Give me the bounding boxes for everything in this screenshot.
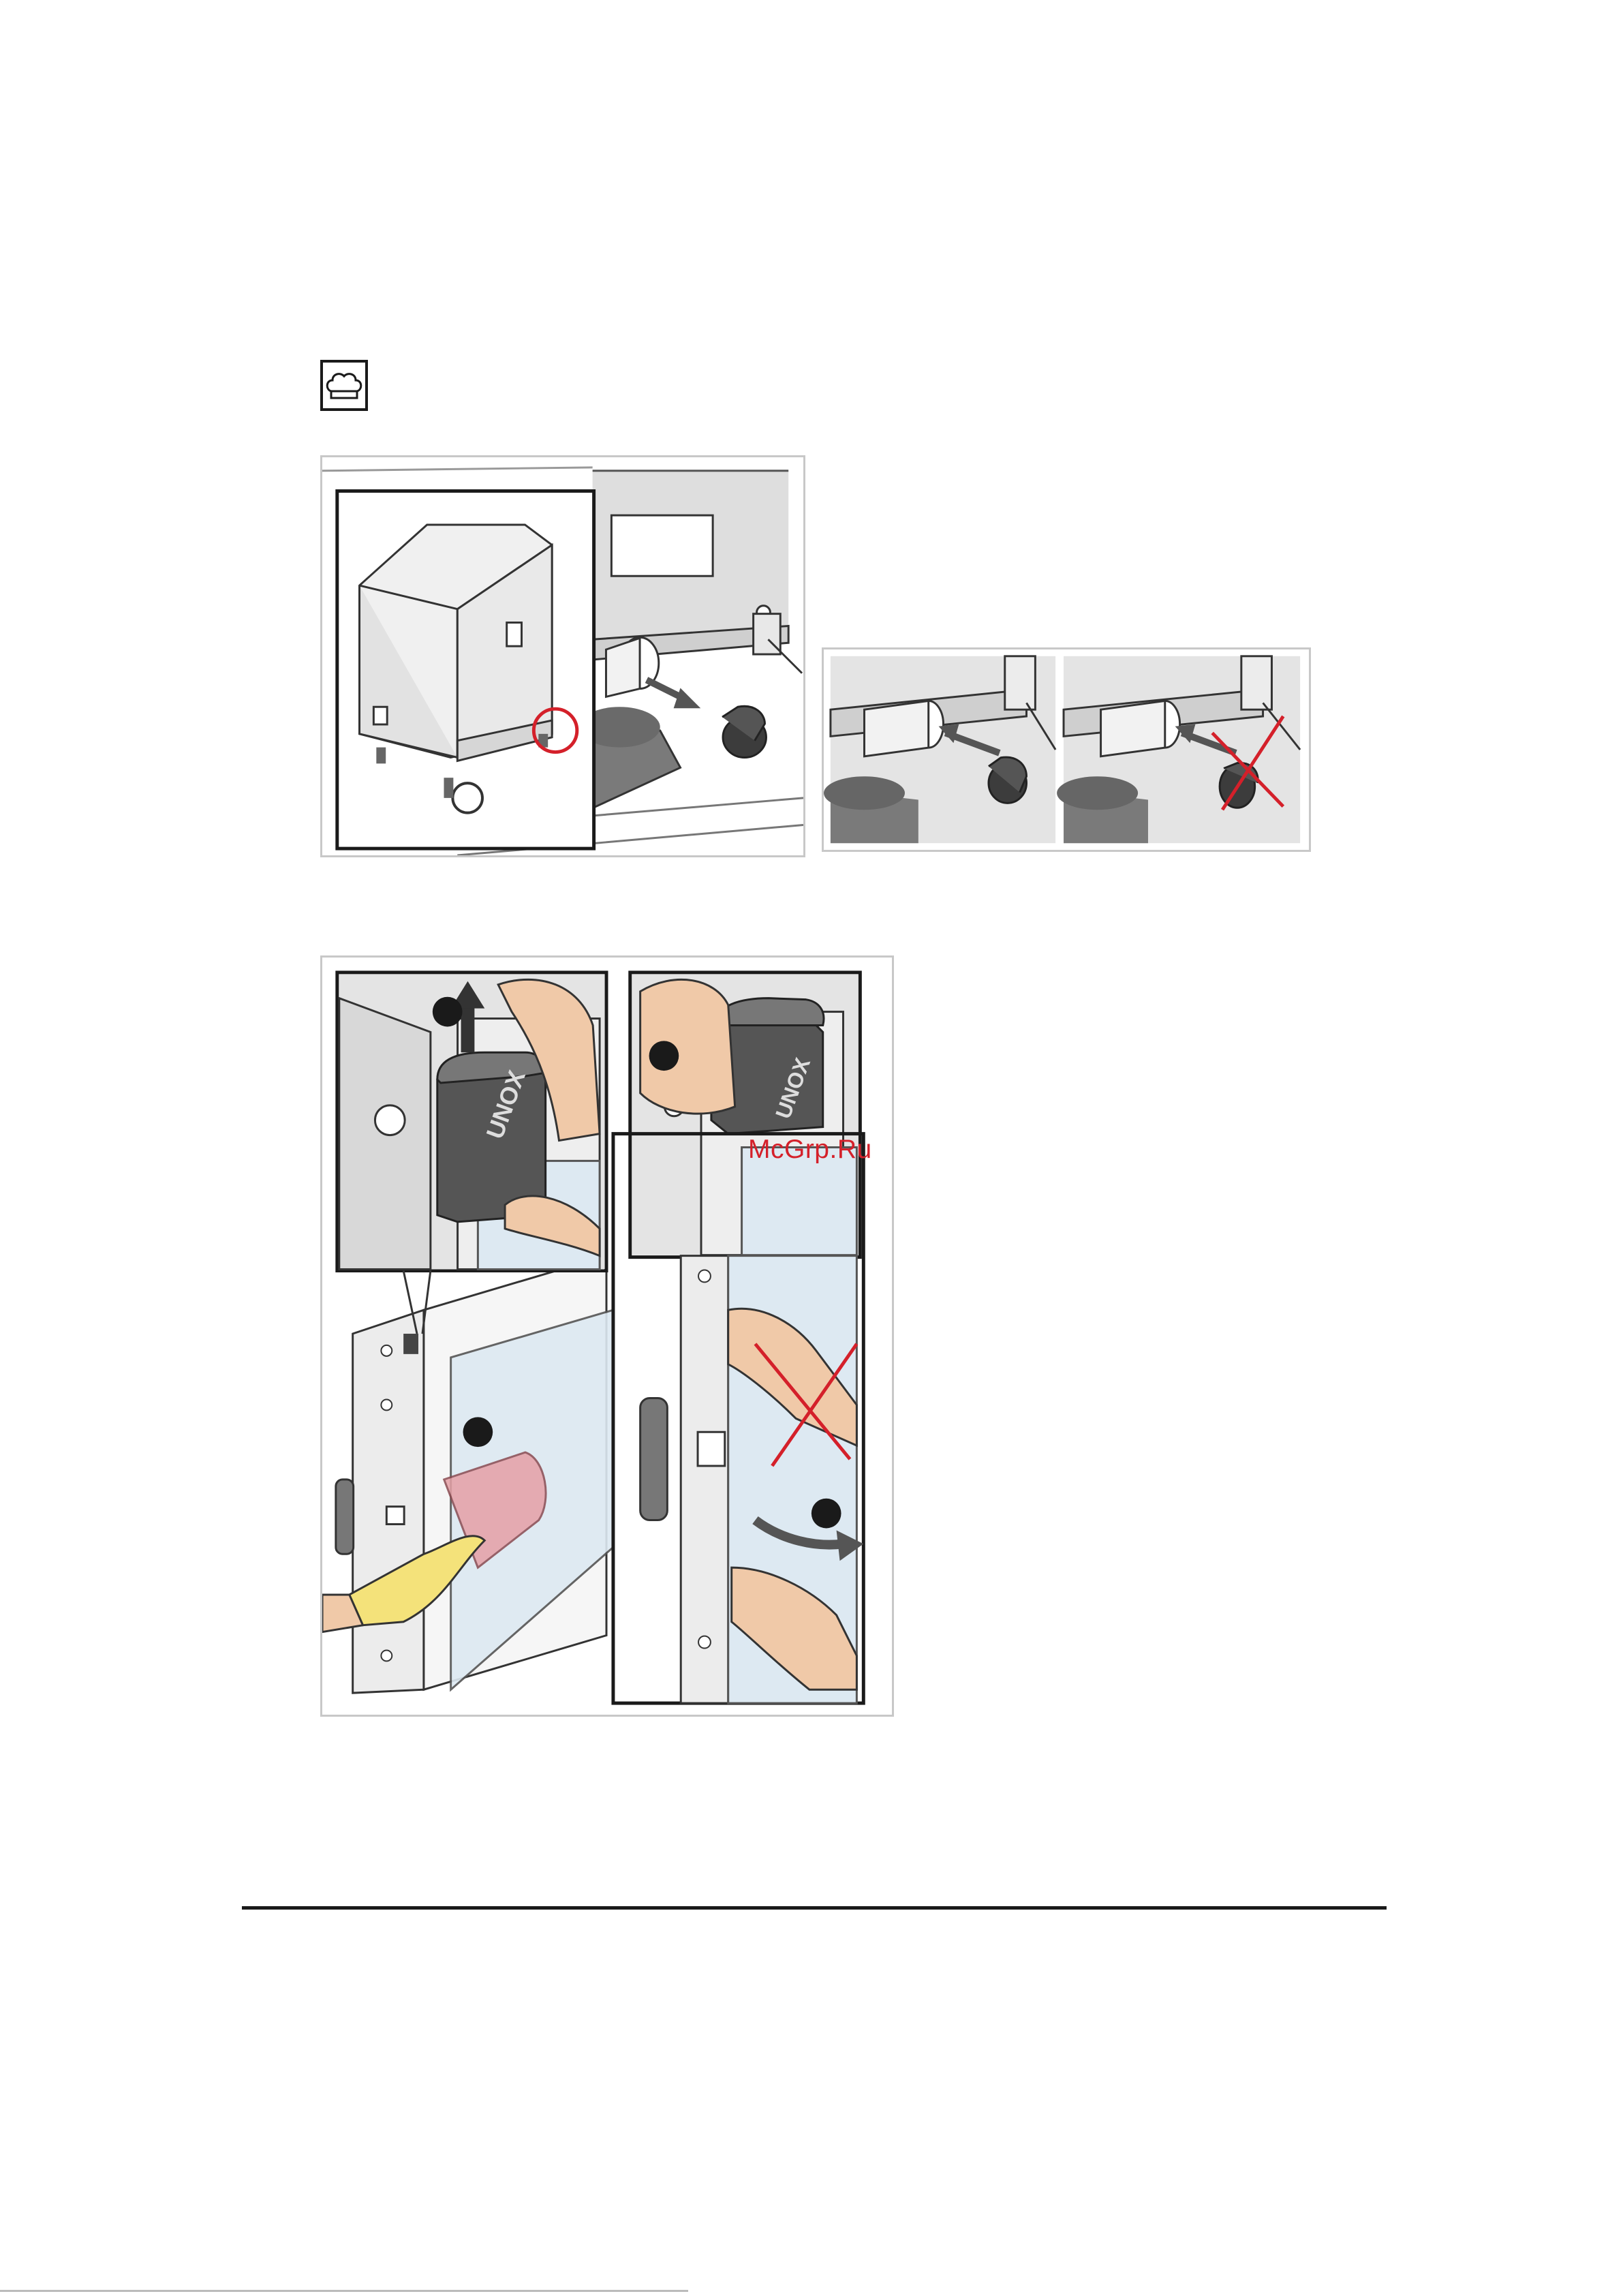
bottom-edge-line xyxy=(0,2290,688,2292)
watermark-text: McGrp.Ru xyxy=(748,1135,872,1165)
drain-cap-insertion-illustration xyxy=(822,647,1311,852)
footer-divider xyxy=(242,1906,1387,1910)
door-glass-cleaning-illustration: UNOX UNOX xyxy=(320,955,894,1717)
drain-cap-removal-illustration xyxy=(320,455,805,857)
chef-hat-icon xyxy=(320,360,368,411)
